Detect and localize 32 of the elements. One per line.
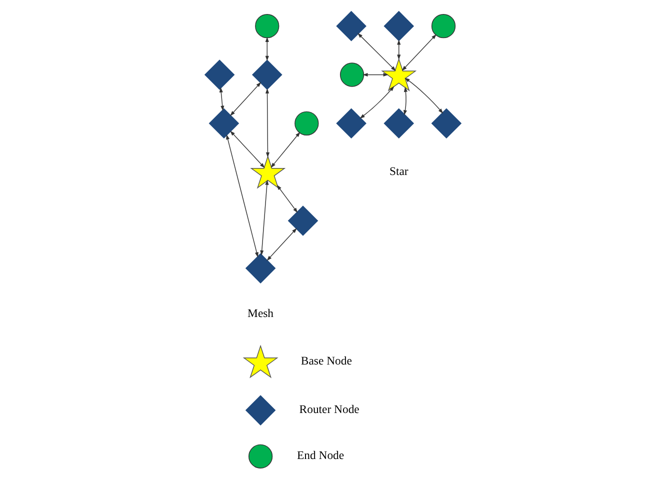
arrow	[360, 86, 394, 119]
arrow	[358, 33, 396, 72]
arrow	[219, 87, 224, 111]
arrow	[265, 88, 270, 158]
arrow	[404, 78, 444, 114]
node-diamond	[245, 395, 276, 426]
label: Star	[389, 164, 408, 178]
node-label: End Node	[297, 449, 344, 462]
node-diamond	[252, 60, 282, 90]
node-diamond	[336, 10, 366, 42]
arrow	[230, 82, 262, 116]
node-circle	[340, 62, 364, 87]
arrow	[362, 72, 388, 77]
arrow	[265, 36, 269, 61]
label: Mesh	[248, 307, 274, 320]
node-circle	[248, 444, 273, 468]
arrow	[397, 40, 401, 60]
arrow	[230, 130, 265, 168]
node-label: Base Node	[300, 354, 352, 368]
node-circle	[294, 111, 319, 136]
arrow	[260, 180, 269, 256]
node-diamond	[384, 10, 414, 42]
node-star	[242, 344, 278, 378]
arrow	[403, 86, 408, 116]
arrow	[270, 132, 300, 168]
node-diamond	[204, 60, 235, 90]
arrow	[402, 34, 436, 71]
arrow	[226, 134, 258, 258]
arrow	[266, 228, 297, 261]
arrow	[276, 184, 298, 213]
node-circle	[255, 14, 280, 38]
node-label: Router Node	[299, 403, 360, 416]
